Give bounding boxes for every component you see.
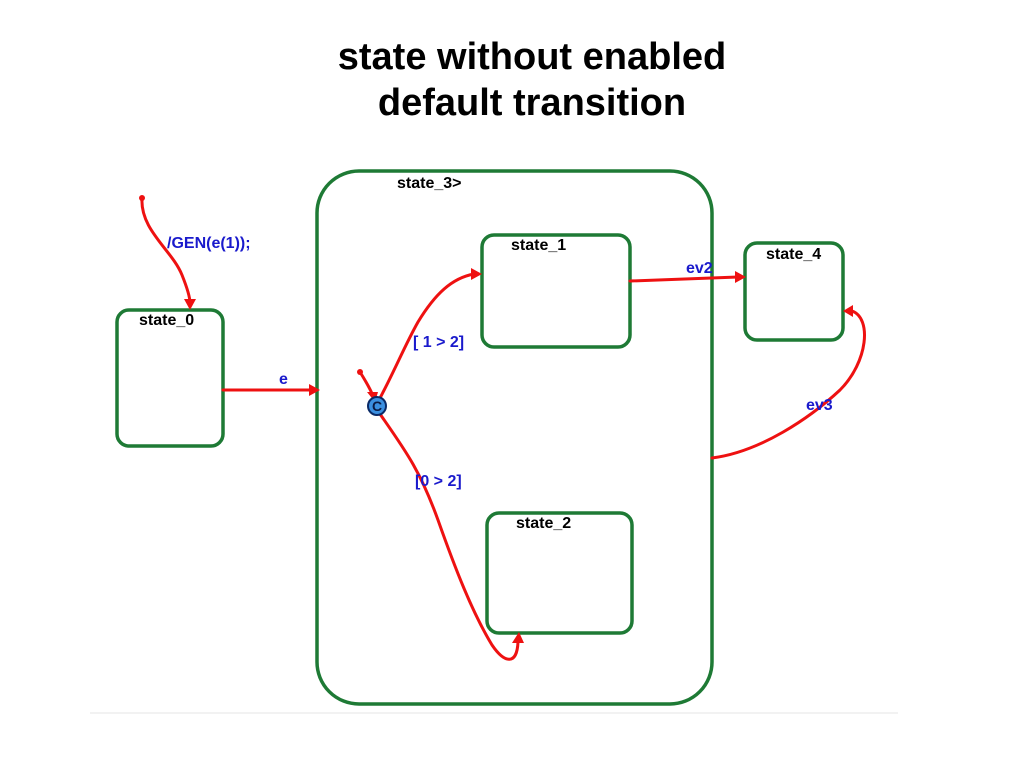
state-4-label: state_4 xyxy=(766,246,821,263)
state-2[interactable]: state_2 xyxy=(485,511,634,635)
state-1[interactable]: state_1 xyxy=(480,233,632,349)
state-3-label: state_3> xyxy=(397,175,462,192)
connector-letter: C xyxy=(372,398,382,414)
ev3-label: ev3 xyxy=(806,397,833,414)
init-action-label: /GEN(e(1)); xyxy=(167,235,251,252)
title-line-1: state without enabled xyxy=(337,36,727,78)
condition-connector[interactable]: C xyxy=(367,396,387,416)
transition-e[interactable] xyxy=(221,384,320,396)
state-1-label: state_1 xyxy=(511,237,566,254)
transition-ev2[interactable] xyxy=(628,271,746,283)
state-4[interactable]: state_4 xyxy=(743,241,845,342)
guard-1-label: [ 1 > 2] xyxy=(413,334,464,351)
title-line-2: default transition xyxy=(377,82,687,124)
state-0-label: state_0 xyxy=(139,312,194,329)
transition-ev3[interactable] xyxy=(710,305,866,460)
state-2-label: state_2 xyxy=(516,515,571,532)
transition-e-label: e xyxy=(279,371,288,388)
slide-title: state without enabled default transition xyxy=(232,34,832,126)
initial-transition-to-state-0[interactable] xyxy=(139,195,196,310)
state-0[interactable]: state_0 xyxy=(115,308,225,448)
transition-guard-1[interactable] xyxy=(378,268,482,400)
transition-guard-0[interactable] xyxy=(378,412,524,661)
ev2-label: ev2 xyxy=(686,260,713,277)
guard-0-label: [0 > 2] xyxy=(415,473,462,490)
